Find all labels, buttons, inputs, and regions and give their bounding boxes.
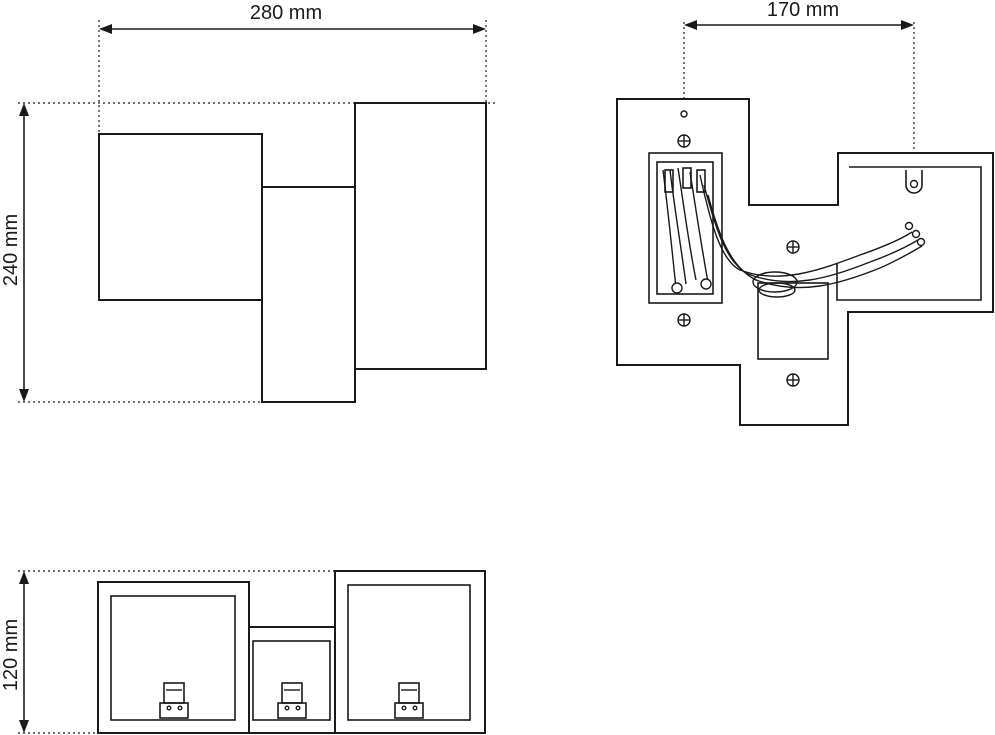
width-dimension-arrow xyxy=(99,24,486,34)
socket-left-icon xyxy=(159,682,189,719)
height-dimension-arrow xyxy=(19,103,29,402)
screw-top-icon xyxy=(677,134,691,148)
plate-recess-right xyxy=(836,166,982,301)
screw-center-icon xyxy=(786,240,800,254)
height-label: 240 mm xyxy=(0,214,22,286)
mount-spacing-label: 170 mm xyxy=(767,0,839,21)
middle-body-box xyxy=(261,186,356,403)
bottom-right-housing xyxy=(334,570,486,734)
left-head-box xyxy=(98,133,263,301)
mount-hole-icon xyxy=(680,110,688,118)
bottom-left-lens xyxy=(110,595,236,721)
front-view: 280 mm 240 mm xyxy=(0,2,496,403)
junction-box xyxy=(648,152,723,304)
right-head-box xyxy=(354,102,487,370)
socket-middle-icon xyxy=(277,682,307,719)
bottom-right-lens xyxy=(347,584,471,721)
bottom-middle-housing xyxy=(248,626,336,734)
mounting-plate xyxy=(616,98,994,426)
screw-bottom-icon xyxy=(677,313,691,327)
keyhole-hole-icon xyxy=(909,179,919,189)
bottom-middle-lens xyxy=(252,640,331,721)
bottom-left-housing xyxy=(97,581,250,734)
bottom-view: 120 mm xyxy=(0,570,486,734)
keyhole-slot xyxy=(905,170,923,194)
plate-recess-center xyxy=(757,282,829,360)
socket-right-icon xyxy=(394,682,424,719)
width-label: 280 mm xyxy=(250,2,322,24)
screw-lower-icon xyxy=(786,373,800,387)
depth-dimension-arrow xyxy=(19,571,29,733)
wiring-bundle xyxy=(662,167,926,298)
mounting-view: 170 mm xyxy=(616,0,994,426)
depth-label: 120 mm xyxy=(0,619,22,691)
mount-spacing-arrow xyxy=(684,20,914,30)
